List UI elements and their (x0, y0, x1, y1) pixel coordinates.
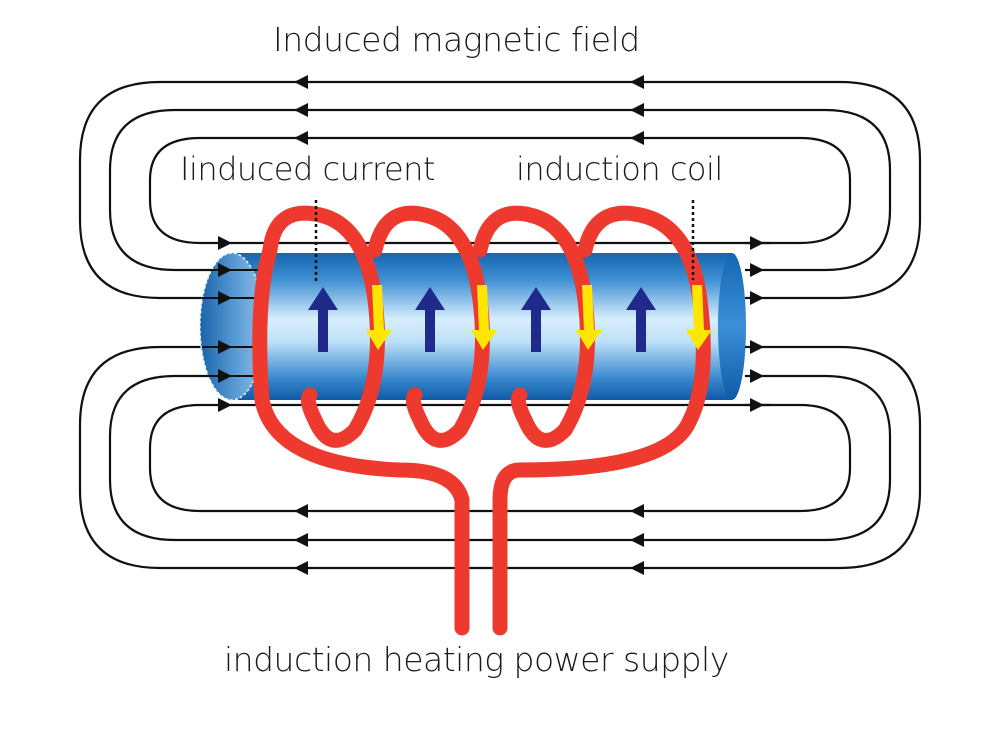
arrow-right-icon (750, 263, 764, 277)
arrow-right-icon (750, 236, 764, 250)
induced-current-arrow-icon (521, 287, 551, 352)
field-line-top-inner (148, 136, 852, 245)
label-induction-coil: induction coil (516, 150, 723, 188)
arrow-right-icon (218, 291, 232, 305)
induced-current-arrow-icon (415, 287, 445, 352)
coil-current-arrow-icon (686, 285, 712, 350)
arrow-left-icon (630, 533, 644, 547)
field-line-top-middle (108, 108, 892, 272)
arrow-left-icon (630, 131, 644, 145)
coil-current-arrows (366, 285, 712, 350)
diagram-title: Induced magnetic field (273, 20, 640, 59)
arrow-left-icon (294, 561, 308, 575)
coil-turn-4 (492, 205, 711, 636)
arrow-left-icon (294, 75, 308, 89)
label-power-supply: induction heating power supply (224, 640, 729, 679)
coil-current-arrow-icon (576, 285, 602, 350)
coil-current-arrow-icon (471, 285, 497, 350)
arrow-right-icon (750, 340, 764, 354)
field-arrows-left (294, 75, 644, 575)
arrow-left-icon (630, 561, 644, 575)
field-line-top-outer (78, 80, 922, 300)
coil-current-arrow-icon (366, 285, 392, 350)
arrow-left-icon (630, 103, 644, 117)
leader-lines (314, 200, 695, 283)
field-lines-top (78, 80, 922, 300)
induced-current-arrow-icon (308, 287, 338, 352)
arrow-right-icon (218, 236, 232, 250)
arrow-right-icon (218, 398, 232, 412)
arrow-right-icon (218, 340, 232, 354)
arrow-left-icon (294, 103, 308, 117)
arrow-left-icon (294, 533, 308, 547)
label-induced-current: Iinduced current (180, 150, 435, 188)
coil-lead-left (252, 242, 470, 636)
arrow-right-icon (218, 369, 232, 383)
arrow-left-icon (630, 504, 644, 518)
cylinder-right-end (718, 253, 746, 400)
coil-turn-2 (367, 205, 490, 448)
field-arrows-right (218, 236, 764, 412)
arrow-left-icon (630, 75, 644, 89)
induced-current-arrow-icon (626, 287, 656, 352)
coil-turn-3 (472, 205, 595, 448)
arrow-left-icon (294, 504, 308, 518)
arrow-right-icon (750, 369, 764, 383)
arrow-right-icon (750, 398, 764, 412)
arrow-right-icon (750, 291, 764, 305)
arrow-left-icon (294, 131, 308, 145)
induced-current-arrows (308, 287, 656, 352)
arrow-right-icon (218, 263, 232, 277)
